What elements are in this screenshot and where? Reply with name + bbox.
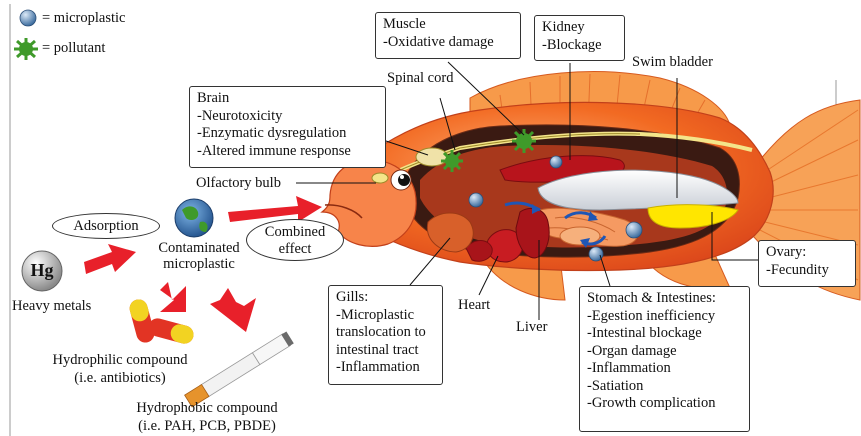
- muscle-box: Muscle -Oxidative damage: [375, 12, 521, 59]
- legend-microplastic-label: = microplastic: [42, 10, 125, 27]
- pollutant-particle: [441, 150, 463, 172]
- legend-pollutant-label: = pollutant: [42, 40, 105, 57]
- brain-box: Brain -Neurotoxicity -Enzymatic dysregul…: [189, 86, 386, 168]
- gills-effect-2: translocation to: [336, 324, 435, 342]
- adsorption-label: Adsorption: [73, 218, 138, 234]
- swim-bladder-label: Swim bladder: [632, 54, 713, 71]
- gills-effect-3: intestinal tract: [336, 342, 435, 360]
- ovary-effect: -Fecundity: [766, 262, 848, 280]
- microplastic-particle: [550, 156, 562, 168]
- kidney-title: Kidney: [542, 19, 617, 37]
- stomach-effect-1: -Egestion inefficiency: [587, 308, 742, 326]
- heavy-metals-label: Heavy metals: [12, 298, 91, 315]
- legend-microplastic-icon: [20, 10, 36, 26]
- kidney-effect: -Blockage: [542, 37, 617, 55]
- pollutant-particle: [512, 129, 536, 153]
- hydrophilic-label-line2: (i.e. antibiotics): [40, 370, 200, 387]
- brain-effect-2: -Enzymatic dysregulation: [197, 125, 378, 143]
- arrow-heavy-metals: [84, 244, 136, 274]
- stomach-effect-3: -Organ damage: [587, 343, 742, 361]
- brain-title: Brain: [197, 90, 378, 108]
- gills-title: Gills:: [336, 289, 435, 307]
- contaminated-label-line2: microplastic: [144, 256, 254, 273]
- spinal-cord-label: Spinal cord: [387, 70, 453, 87]
- adsorption-oval: Adsorption: [52, 213, 160, 239]
- heart-label: Heart: [458, 297, 490, 314]
- arrow-combined: [228, 196, 322, 222]
- brain-effect-1: -Neurotoxicity: [197, 108, 378, 126]
- hydrophobic-label-line1: Hydrophobic compound: [124, 400, 290, 417]
- brain-organ: [416, 148, 448, 166]
- gills-effect-4: -Inflammation: [336, 359, 435, 377]
- muscle-title: Muscle: [383, 16, 513, 34]
- hydrophilic-label-line1: Hydrophilic compound: [40, 352, 200, 369]
- stomach-effect-2: -Intestinal blockage: [587, 325, 742, 343]
- combined-effect-line2: effect: [247, 241, 343, 258]
- combined-effect-line1: Combined: [247, 224, 343, 241]
- stomach-effect-5: -Satiation: [587, 378, 742, 396]
- microplastic-particle: [626, 222, 642, 238]
- olfactory-bulb-organ: [372, 173, 388, 183]
- heavy-metal-symbol: Hg: [28, 262, 56, 279]
- stomach-intestines-box: Stomach & Intestines: -Egestion ineffici…: [579, 286, 750, 432]
- stomach-effect-4: -Inflammation: [587, 360, 742, 378]
- kidney-box: Kidney -Blockage: [534, 15, 625, 61]
- combined-effect-oval: Combined effect: [246, 219, 344, 261]
- hydrophobic-label-line2: (i.e. PAH, PCB, PBDE): [124, 418, 290, 435]
- ovary-title: Ovary:: [766, 244, 848, 262]
- microplastic-particle: [469, 193, 483, 207]
- brain-effect-3: -Altered immune response: [197, 143, 378, 161]
- olfactory-bulb-label: Olfactory bulb: [196, 175, 281, 192]
- liver-label: Liver: [516, 319, 547, 336]
- gills-effect-1: -Microplastic: [336, 307, 435, 325]
- ovary-box: Ovary: -Fecundity: [758, 240, 856, 287]
- legend-pollutant-icon: [14, 38, 38, 60]
- gills-box: Gills: -Microplastic translocation to in…: [328, 285, 443, 385]
- muscle-effect: -Oxidative damage: [383, 34, 513, 52]
- cigarette-icon: [185, 332, 294, 407]
- stomach-effect-6: -Growth complication: [587, 395, 742, 413]
- stomach-title: Stomach & Intestines:: [587, 290, 742, 308]
- contaminated-label-line1: Contaminated: [144, 240, 254, 257]
